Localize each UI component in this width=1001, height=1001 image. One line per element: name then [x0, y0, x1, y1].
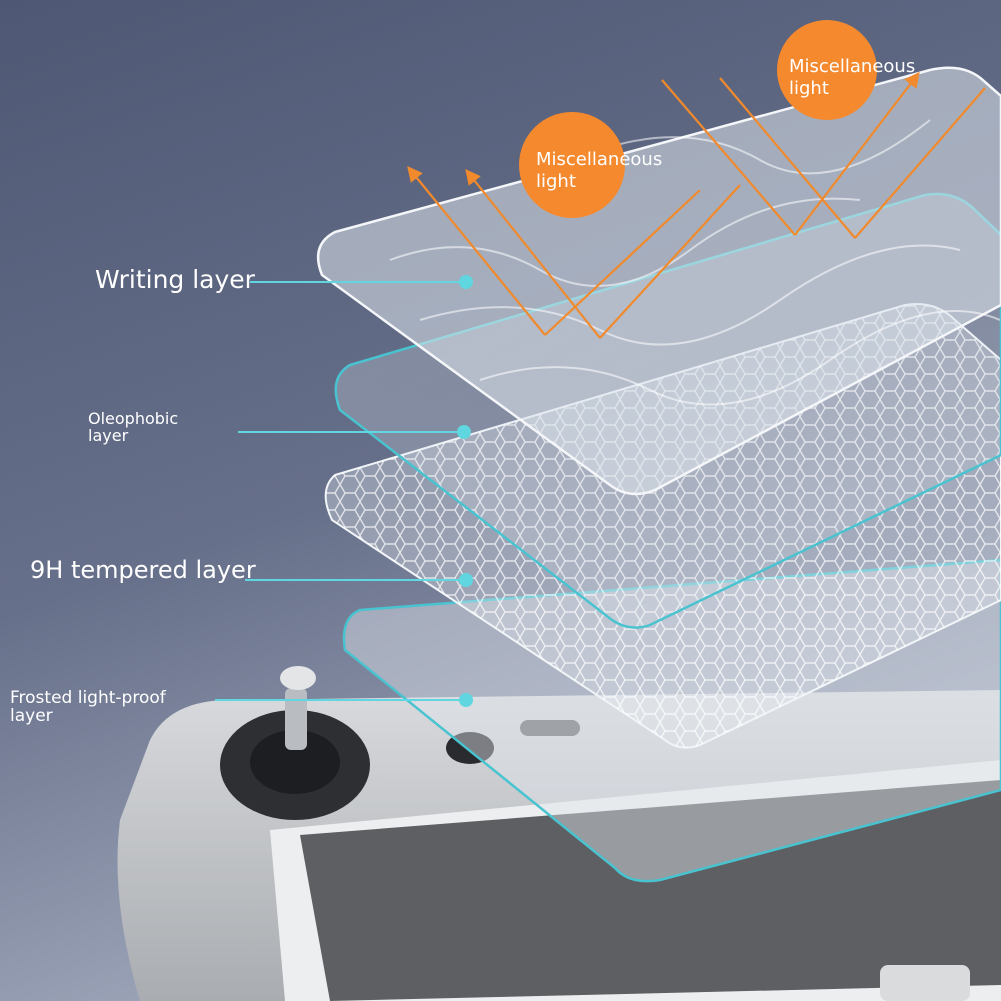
- label-tempered-layer: 9H tempered layer: [30, 556, 256, 584]
- writing-layer: [316, 66, 1001, 496]
- leader-lines: [215, 275, 473, 707]
- arrow-up-icon: [407, 166, 546, 336]
- badge-miscellaneous-light-2: [777, 20, 877, 120]
- label-writing-layer: Writing layer: [95, 265, 255, 294]
- light-rays: [407, 71, 986, 339]
- remote-controller: [117, 666, 1001, 1001]
- badge-miscellaneous-light-1: [519, 112, 625, 218]
